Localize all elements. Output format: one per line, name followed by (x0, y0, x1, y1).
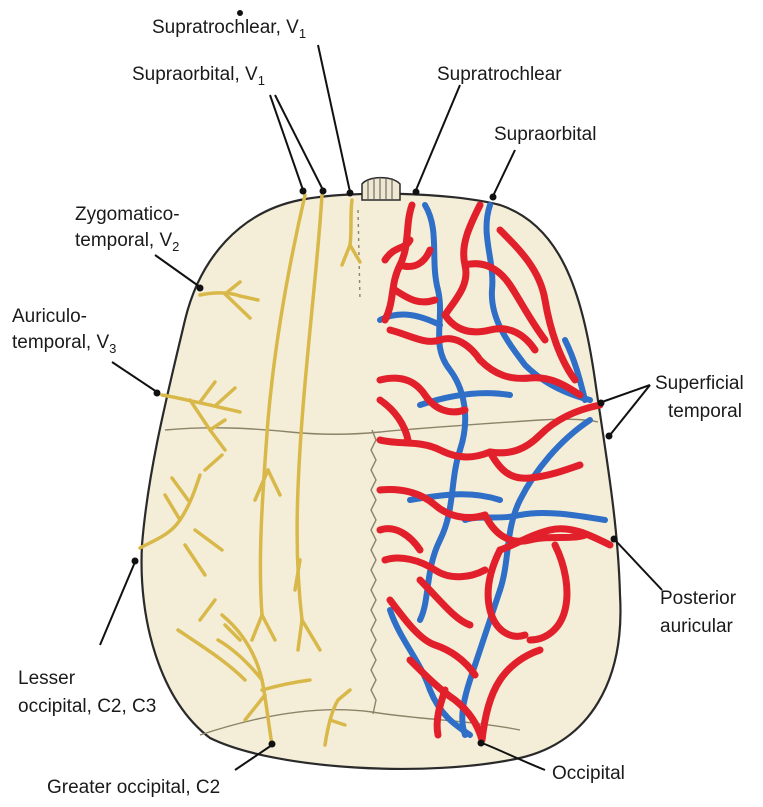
supratrochlear-nerve (350, 200, 352, 245)
label-supratrochlear-artery: Supratrochlear (437, 64, 562, 85)
scalp-outline (142, 194, 621, 769)
label-supraorbital-v1: Supraorbital, V1 (132, 64, 265, 88)
label-zygomatico-line1: Zygomatico- (75, 204, 180, 225)
label-greater-occipital: Greater occipital, C2 (47, 777, 220, 798)
label-auriculo-line2: temporal, V3 (12, 332, 116, 356)
label-posterior-line1: Posterior (660, 588, 737, 609)
label-zygomatico-line2: temporal, V2 (75, 230, 179, 254)
label-superficial-line2: temporal (668, 401, 742, 422)
label-supratrochlear-v1: Supratrochlear, V1 (152, 17, 306, 41)
label-lesser-line1: Lesser (18, 668, 76, 689)
label-posterior-line2: auricular (660, 616, 734, 637)
label-occipital: Occipital (552, 763, 625, 784)
label-supraorbital-artery: Supraorbital (494, 124, 596, 145)
falx-tab (362, 177, 400, 200)
label-superficial-line1: Superficial (655, 373, 744, 394)
label-auriculo-line1: Auriculo- (12, 306, 87, 327)
label-lesser-line2: occipital, C2, C3 (18, 696, 156, 717)
